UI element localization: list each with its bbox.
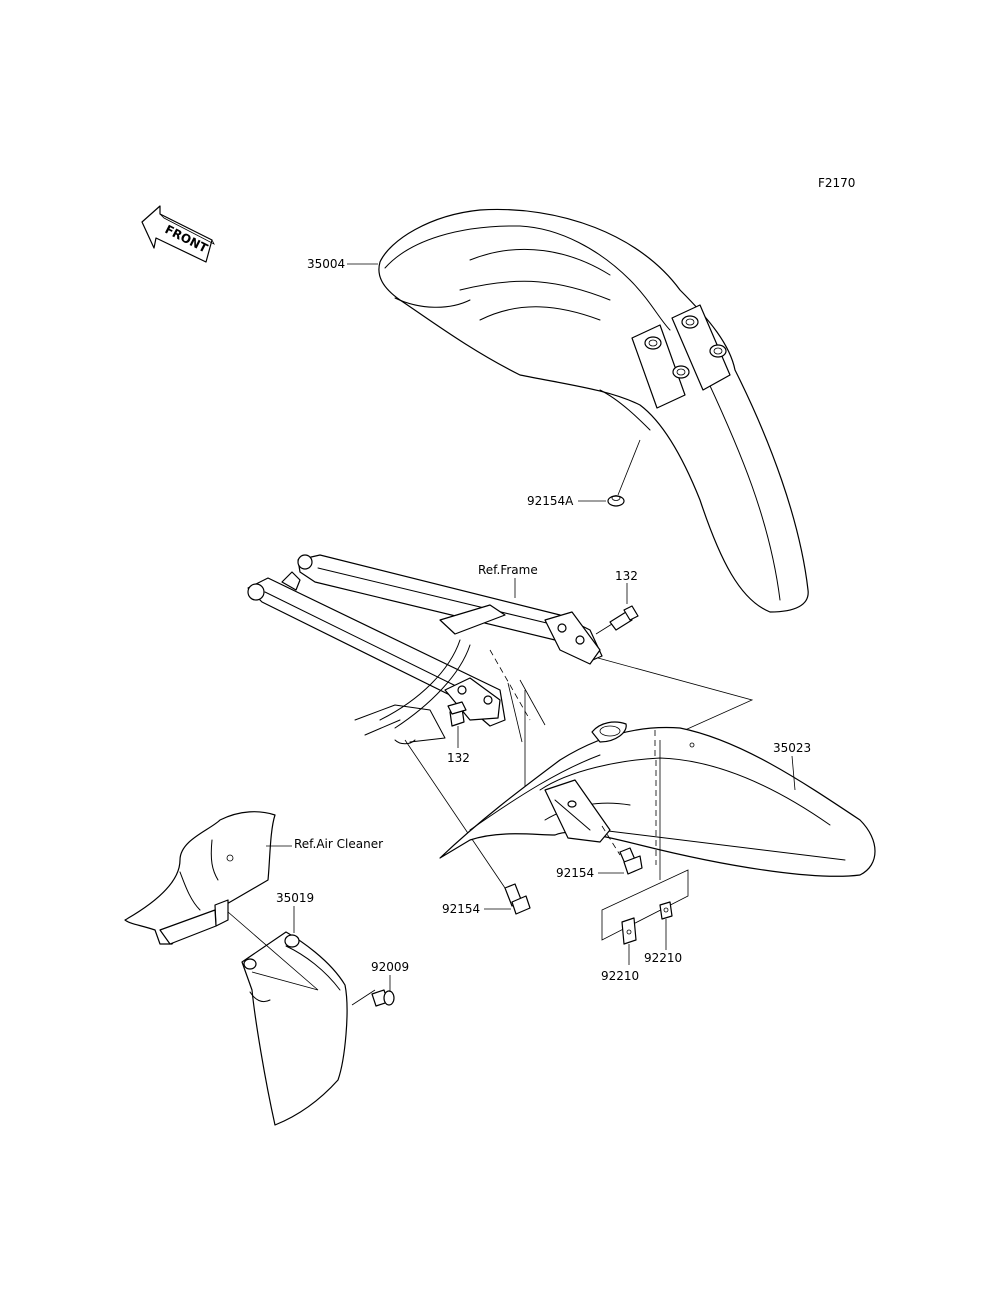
figure-code: F2170 <box>818 176 855 190</box>
bolt-icon <box>447 701 467 727</box>
screw-icon <box>351 989 395 1007</box>
rear-fender-drawing <box>439 721 876 877</box>
label-ref-frame: Ref.Frame <box>478 563 538 577</box>
label-92009: 92009 <box>371 960 409 974</box>
bolt-icon <box>601 825 643 875</box>
label-92210-left: 92210 <box>601 969 639 983</box>
label-35019: 35019 <box>276 891 314 905</box>
label-35023: 35023 <box>773 741 811 755</box>
rear-frame-drawing <box>247 554 603 745</box>
label-ref-air-cleaner: Ref.Air Cleaner <box>294 837 383 851</box>
label-92154A: 92154A <box>527 494 574 508</box>
front-fender-drawing <box>378 208 809 613</box>
label-92154-left: 92154 <box>442 902 480 916</box>
air-cleaner-drawing <box>124 811 276 945</box>
label-92210-right: 92210 <box>644 951 682 965</box>
bolt-icon <box>504 883 531 915</box>
label-132-right: 132 <box>615 569 638 583</box>
clip-icon <box>601 740 689 945</box>
bolt-icon <box>595 605 639 635</box>
label-35004: 35004 <box>307 257 345 271</box>
nut-icon <box>607 439 641 507</box>
front-arrow-icon: FRONT <box>141 205 215 263</box>
label-92154-right: 92154 <box>556 866 594 880</box>
label-132-left: 132 <box>447 751 470 765</box>
mud-flap-drawing <box>227 911 348 1126</box>
